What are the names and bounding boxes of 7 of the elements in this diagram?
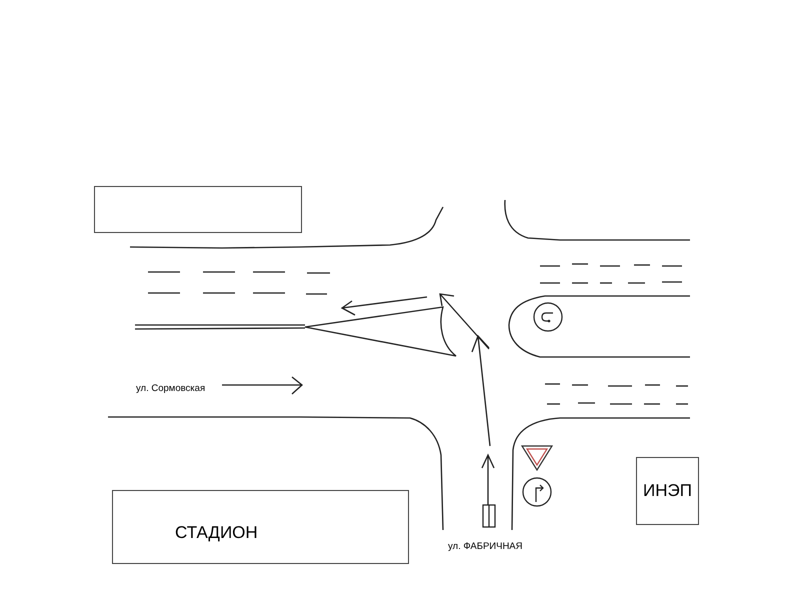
building-box xyxy=(636,457,699,525)
building-box xyxy=(94,186,302,233)
street-name-label: ул. ФАБРИЧНАЯ xyxy=(448,542,523,552)
building-label: ИНЭП xyxy=(643,480,692,502)
building-box xyxy=(112,490,409,564)
building-label: СТАДИОН xyxy=(175,522,258,544)
street-name-label: ул. Сормовская xyxy=(136,384,206,394)
